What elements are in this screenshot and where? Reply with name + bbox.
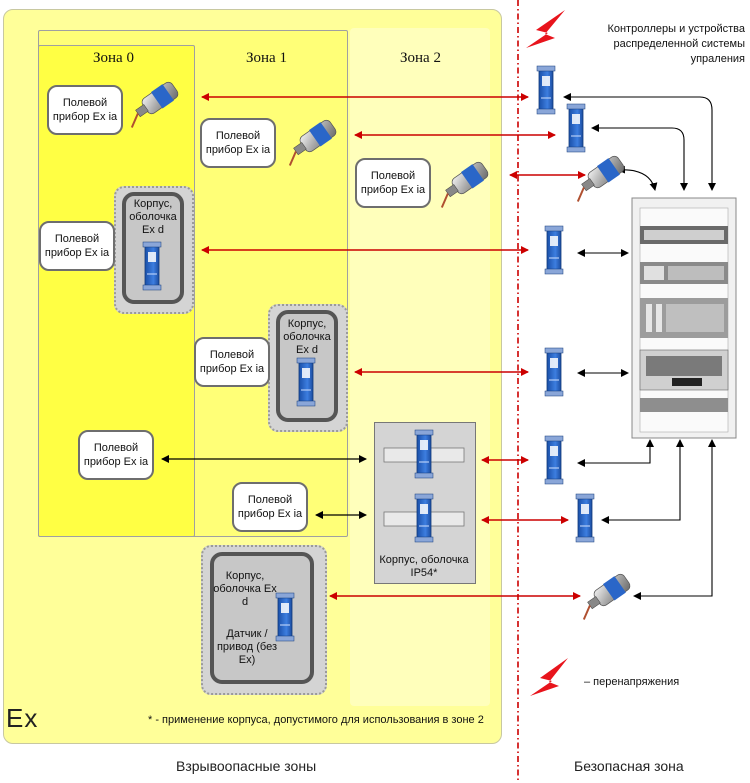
exd-enclosure-3 <box>210 552 314 684</box>
barrier-ip54-1 <box>414 429 434 479</box>
transmitter-safe-2 <box>566 152 628 205</box>
zone-0-title: Зона 0 <box>93 50 134 66</box>
transmitter-1 <box>120 78 182 131</box>
exd-enclosure-1-label: Корпус, оболочка Ex d <box>129 198 177 236</box>
transmitter-3 <box>430 158 492 211</box>
safe-zone-label: Безопасная зона <box>574 758 684 774</box>
controllers-label: Контроллеры и устройства распределенной … <box>607 23 745 65</box>
field-device-box-1: Полевой прибор Ex ia <box>47 85 123 135</box>
control-cabinet <box>631 197 737 439</box>
transmitter-safe <box>572 570 634 623</box>
zone-2-title: Зона 2 <box>400 50 441 66</box>
sensor-actuator-label: Датчик / привод (без Ex) <box>216 628 278 666</box>
ex-mark: Ex <box>6 703 39 733</box>
barrier-safe-6 <box>575 493 595 543</box>
field-device-box-4: Полевой прибор Ex ia <box>39 221 115 271</box>
barrier-safe-5 <box>544 435 564 485</box>
transmitter-2 <box>278 116 340 169</box>
ip54-enclosure-label: Корпус, оболочка IP54* <box>379 554 469 579</box>
field-device-box-5: Полевой прибор Ex ia <box>194 337 270 387</box>
barrier-safe-1 <box>536 65 556 115</box>
exd-enclosure-2-label: Корпус, оболочка Ex d <box>283 318 331 356</box>
barrier-encl-3 <box>275 592 295 642</box>
barrier-encl-1 <box>142 241 162 291</box>
field-device-box-3: Полевой прибор Ex ia <box>355 158 431 208</box>
barrier-safe-3 <box>544 225 564 275</box>
field-device-box-2: Полевой прибор Ex ia <box>200 118 276 168</box>
zone-1-title: Зона 1 <box>246 50 287 66</box>
barrier-safe-2 <box>566 103 586 153</box>
hazardous-zones-label: Взрывоопасные зоны <box>176 758 317 774</box>
exd-enclosure-3-label: Корпус, оболочка Ex d <box>213 570 277 608</box>
barrier-encl-2 <box>296 357 316 407</box>
barrier-ip54-2 <box>414 493 434 543</box>
field-device-box-6: Полевой прибор Ex ia <box>78 430 154 480</box>
overvoltage-label: – перенапряжения <box>584 676 680 688</box>
field-device-box-7: Полевой прибор Ex ia <box>232 482 308 532</box>
footnote: * - применение корпуса, допустимого для … <box>148 714 484 726</box>
barrier-safe-4 <box>544 347 564 397</box>
